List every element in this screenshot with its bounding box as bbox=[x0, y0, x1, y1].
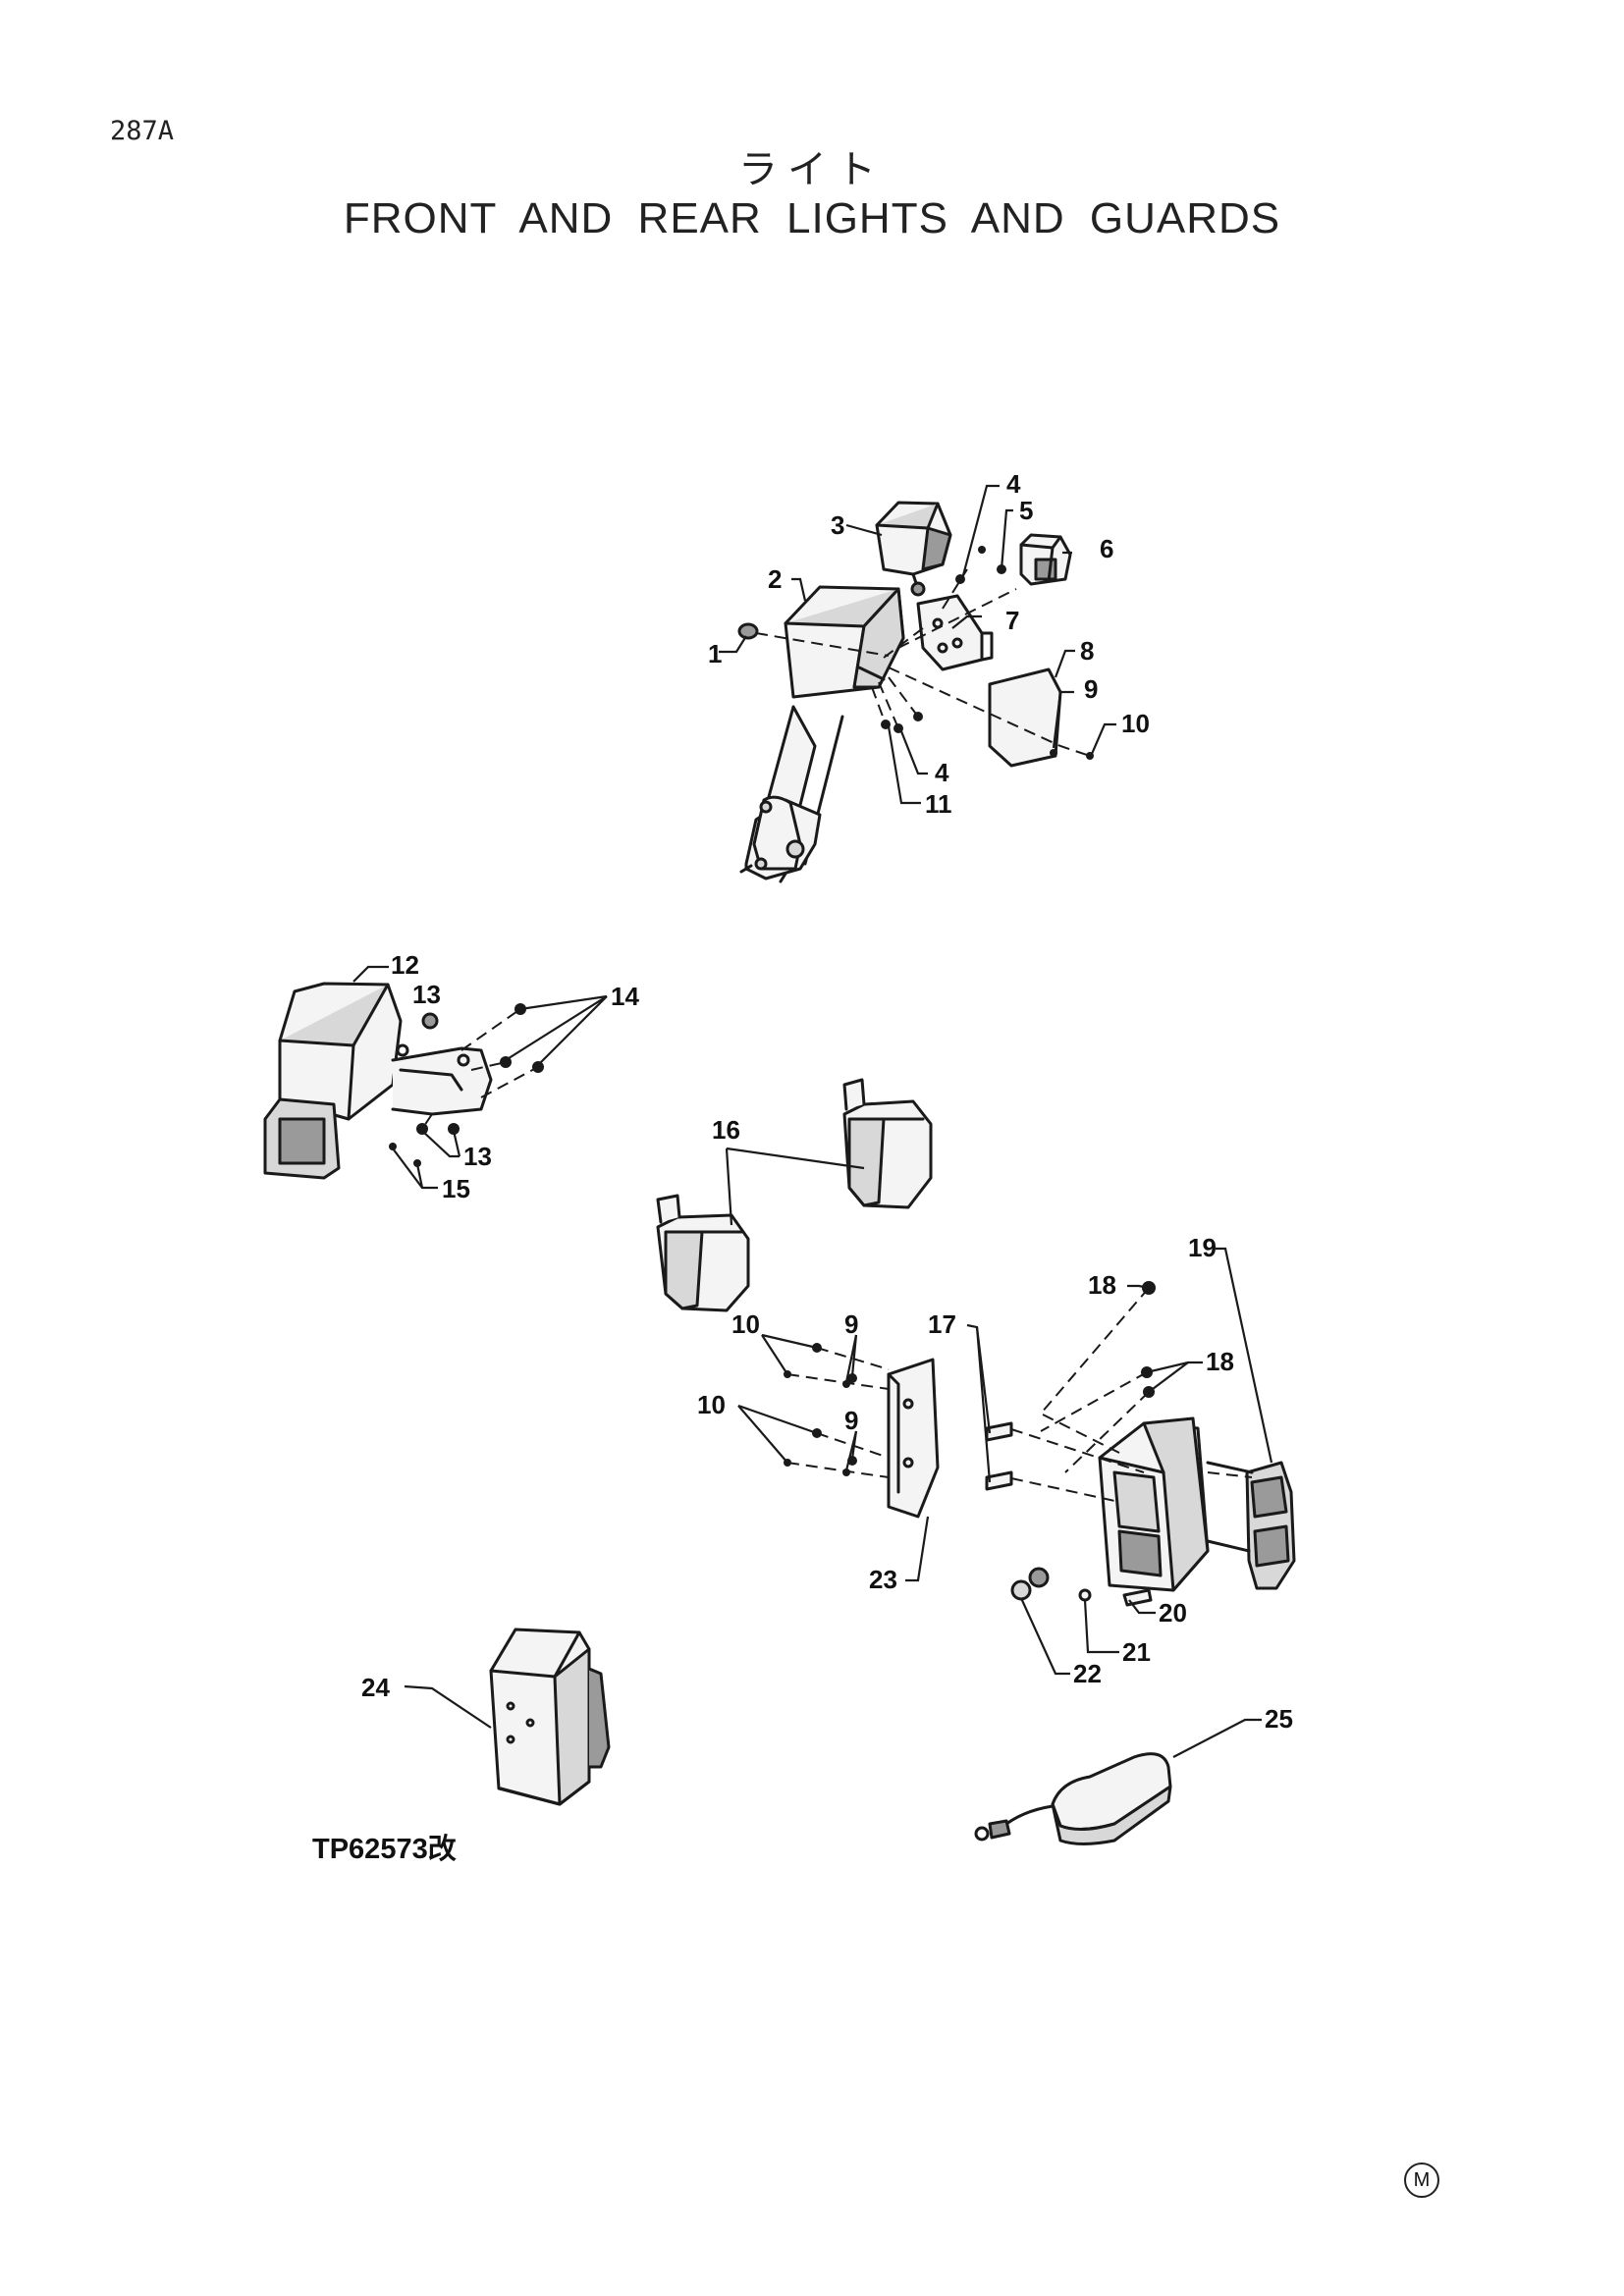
callout-16: 16 bbox=[712, 1115, 740, 1145]
callout-9-middle: 9 bbox=[844, 1309, 858, 1339]
callout-25: 25 bbox=[1265, 1704, 1293, 1734]
callout-18-top: 18 bbox=[1088, 1270, 1116, 1300]
callout-13-bottom: 13 bbox=[463, 1142, 492, 1171]
callout-15: 15 bbox=[442, 1174, 470, 1203]
box-lamp-24: 24 bbox=[361, 1628, 611, 1806]
callout-5: 5 bbox=[1019, 496, 1033, 525]
figure-code: TP62573改 bbox=[312, 1834, 457, 1865]
callout-3: 3 bbox=[831, 510, 844, 540]
page-title: FRONT AND REAR LIGHTS AND GUARDS bbox=[343, 194, 1281, 242]
callout-12: 12 bbox=[391, 950, 419, 980]
corner-mark: M bbox=[1404, 2163, 1439, 2198]
small-lamp-6 bbox=[1019, 533, 1072, 586]
callout-21: 21 bbox=[1122, 1637, 1151, 1667]
callout-22: 22 bbox=[1073, 1659, 1102, 1688]
callout-6: 6 bbox=[1100, 534, 1113, 563]
callout-17: 17 bbox=[928, 1309, 956, 1339]
callout-8: 8 bbox=[1080, 636, 1094, 666]
callout-9-bottom: 9 bbox=[844, 1406, 858, 1435]
guard-light-assembly: 12 13 14 13 15 bbox=[263, 950, 639, 1203]
work-lamp-3 bbox=[875, 501, 952, 597]
page-number: 287A bbox=[110, 116, 175, 146]
plate-assembly-23: 10 9 10 9 23 bbox=[697, 1309, 940, 1594]
callout-19: 19 bbox=[1188, 1233, 1217, 1262]
callout-20: 20 bbox=[1159, 1598, 1187, 1628]
callout-1: 1 bbox=[708, 639, 722, 668]
callout-23: 23 bbox=[869, 1565, 897, 1594]
callout-7: 7 bbox=[1005, 606, 1019, 635]
callout-2: 2 bbox=[768, 564, 782, 594]
callout-9-top: 9 bbox=[1084, 674, 1098, 704]
callout-14: 14 bbox=[611, 982, 639, 1011]
front-light-assembly: 1 2 3 4 5 6 7 8 9 10 4 11 bbox=[708, 469, 1150, 883]
callout-4-bottom: 4 bbox=[935, 758, 949, 787]
lamp-housing-2 bbox=[784, 585, 905, 699]
callout-24: 24 bbox=[361, 1673, 390, 1702]
grommet-1 bbox=[737, 622, 759, 640]
work-lamps-16: 16 bbox=[656, 1078, 933, 1312]
title-japanese: ライト bbox=[738, 147, 886, 192]
callout-11: 11 bbox=[925, 789, 952, 819]
callout-10-bottom: 10 bbox=[697, 1390, 726, 1419]
bracket-7 bbox=[916, 594, 994, 671]
callout-10-top: 10 bbox=[1121, 709, 1150, 738]
callout-4-top: 4 bbox=[1006, 469, 1021, 499]
callout-18-bottom: 18 bbox=[1206, 1347, 1234, 1376]
rear-guard-assembly: 19 18 18 17 20 21 22 bbox=[928, 1233, 1296, 1688]
callout-10-middle: 10 bbox=[731, 1309, 760, 1339]
callout-13-top: 13 bbox=[412, 980, 441, 1009]
beacon-lamp-25: 25 bbox=[974, 1704, 1293, 1845]
